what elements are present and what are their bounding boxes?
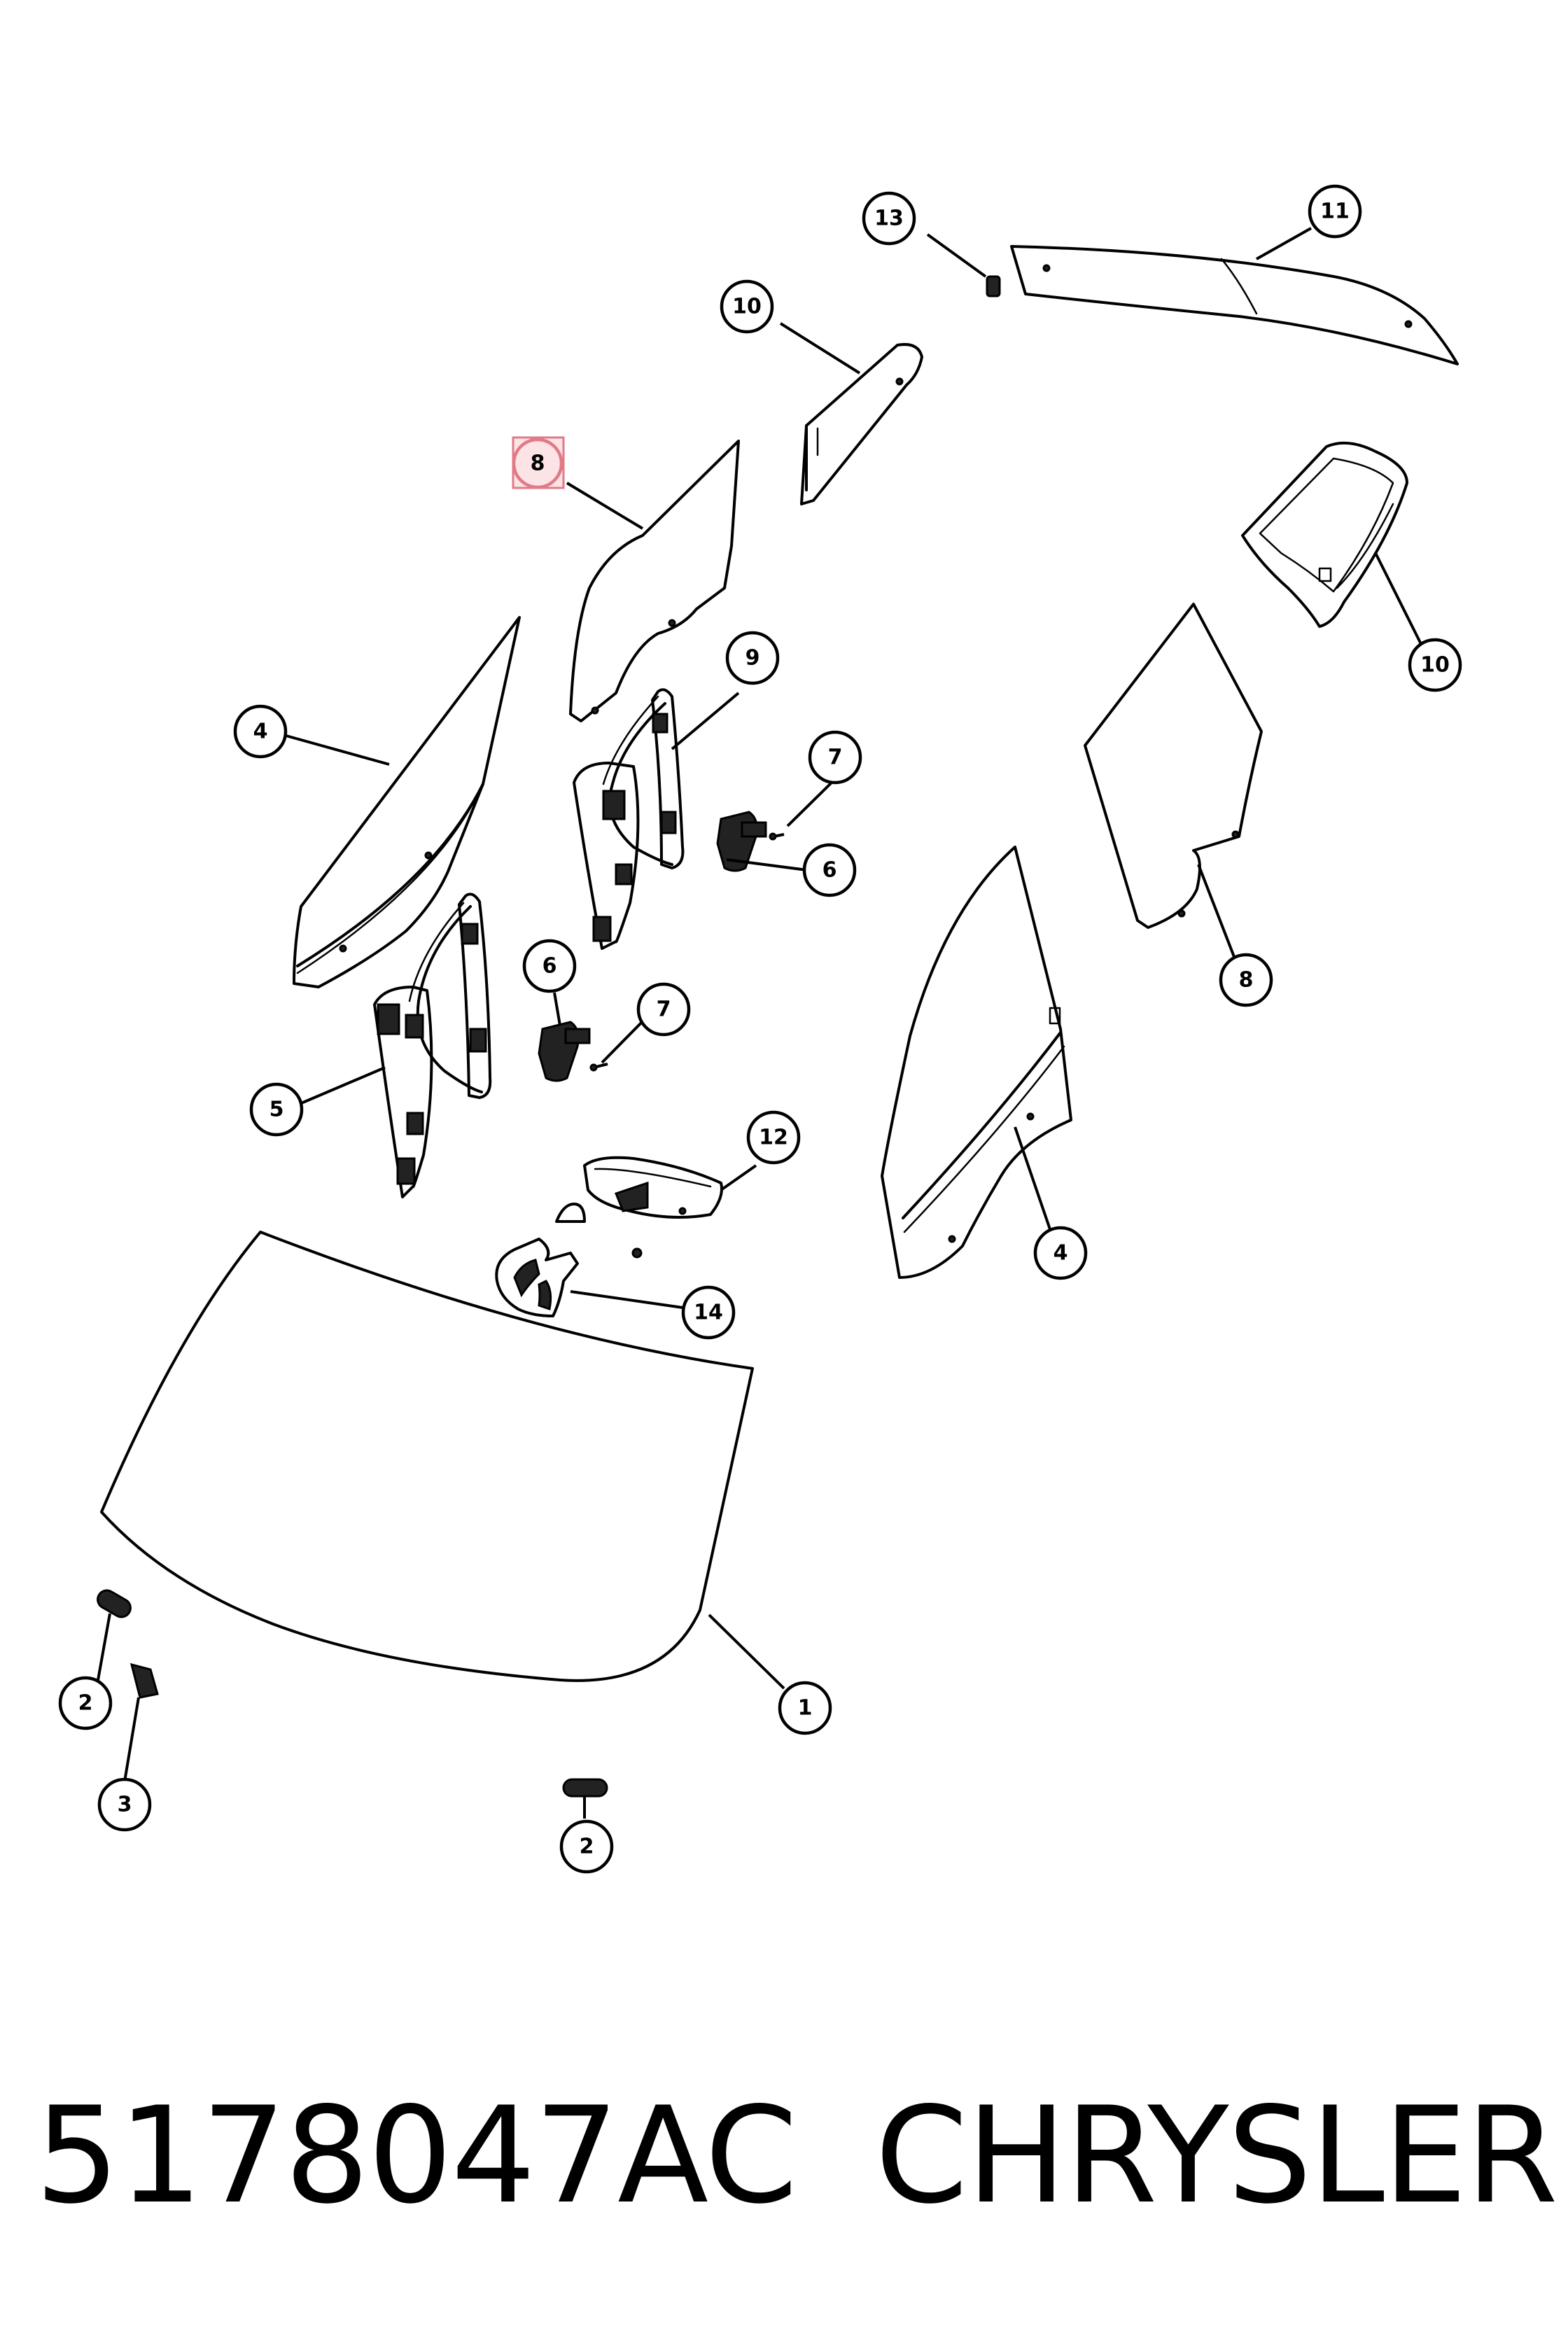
mirror-cover [555,1203,586,1223]
callout-6-upper: 6 [802,843,857,897]
callout-5: 5 [249,1082,304,1137]
svg-text:5: 5 [270,1098,284,1122]
quarter-glass-right [1241,441,1408,628]
callout-7-lower: 7 [636,982,691,1037]
brand-name: CHRYSLER [875,2078,1558,2233]
svg-text:12: 12 [759,1126,788,1150]
svg-text:2: 2 [580,1835,594,1859]
rear-backlight-glass [1010,245,1459,365]
door-glass-left [293,616,521,988]
mirror-bracket [495,1238,579,1317]
svg-text:13: 13 [874,206,904,231]
window-motor-lower [538,1021,591,1082]
leader-lines [97,227,1422,1819]
callout-2-left: 2 [58,1676,113,1730]
callout-13: 13 [862,191,916,246]
callout-10-right: 10 [1408,638,1462,692]
spacer-left [97,1589,132,1618]
callout-2-bottom: 2 [559,1819,614,1874]
callout-12: 12 [746,1110,801,1165]
part-number: 5178047AC [35,2078,797,2233]
windshield-clip [130,1662,159,1699]
svg-text:10: 10 [1420,653,1450,678]
callout-11: 11 [1308,184,1362,239]
svg-text:9: 9 [746,646,760,671]
svg-text:6: 6 [542,954,557,979]
svg-text:8: 8 [1239,968,1254,993]
callout-9: 9 [725,631,780,685]
window-motor-upper [716,811,767,872]
spacer-bottom [562,1778,608,1798]
svg-text:7: 7 [657,997,671,1022]
svg-text:7: 7 [828,746,843,770]
svg-text:1: 1 [798,1696,813,1721]
svg-text:6: 6 [822,858,837,883]
footer: 5178047AC CHRYSLER [0,2051,1568,2261]
callout-7-upper: 7 [808,730,862,785]
callout-8-right: 8 [1219,953,1273,1007]
callout-10-upper: 10 [720,279,774,334]
window-regulator-upper [573,688,685,950]
svg-text:14: 14 [694,1301,723,1325]
door-glass-right-lower [881,846,1072,1279]
parts-diagram: 13 11 10 8 10 4 9 7 6 6 7 8 [58,184,1462,1874]
callout-14: 14 [681,1285,736,1340]
callout-8-highlighted[interactable]: 8 [512,436,565,489]
svg-text:2: 2 [78,1691,93,1716]
door-glass-upper-left [569,440,740,722]
svg-text:3: 3 [118,1793,132,1817]
rearview-mirror [583,1156,723,1219]
callout-4-left: 4 [233,704,288,759]
screw-lower [589,1063,608,1072]
svg-text:4: 4 [1054,1241,1068,1266]
callout-3: 3 [97,1777,152,1832]
svg-text:11: 11 [1320,200,1350,224]
callout-1: 1 [778,1681,832,1735]
callout-4-right: 4 [1033,1226,1088,1280]
svg-text:8: 8 [531,451,545,476]
window-regulator-lower [373,892,492,1198]
windshield [100,1231,754,1682]
svg-text:4: 4 [253,720,268,744]
vent-glass-upper [800,343,923,505]
mirror-mount-button [631,1247,643,1259]
callout-6-lower: 6 [522,939,577,993]
clip-part [986,275,1001,298]
door-glass-right [1084,603,1263,929]
screw-upper [769,832,785,841]
svg-text:10: 10 [732,295,762,319]
